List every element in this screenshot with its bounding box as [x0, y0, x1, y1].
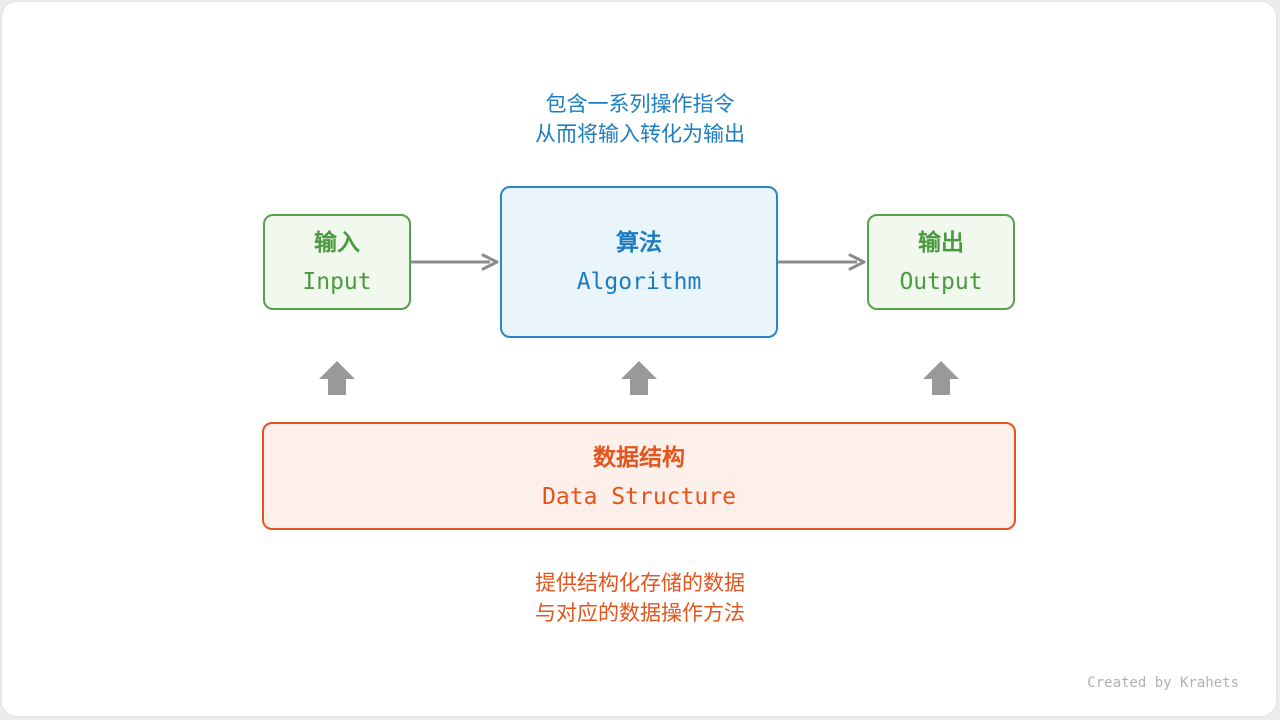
- output-box: 输出 Output: [867, 214, 1015, 310]
- algorithm-description-line-2: 从而将输入转化为输出: [535, 122, 745, 146]
- data-structure-box: 数据结构 Data Structure: [262, 422, 1016, 530]
- input-box: 输入 Input: [263, 214, 411, 310]
- data-structure-description-line-2: 与对应的数据操作方法: [535, 601, 745, 625]
- algorithm-description-line-1: 包含一系列操作指令: [545, 92, 735, 116]
- data-structure-description: 提供结构化存储的数据 与对应的数据操作方法: [440, 568, 840, 628]
- data-structure-description-line-1: 提供结构化存储的数据: [535, 571, 745, 595]
- credit-text: Created by Krahets: [1087, 675, 1239, 691]
- algorithm-box: 算法 Algorithm: [500, 186, 778, 338]
- algorithm-title: 算法: [616, 230, 662, 256]
- data-structure-title: 数据结构: [593, 445, 685, 471]
- input-title: 输入: [314, 230, 360, 256]
- data-structure-subtitle: Data Structure: [542, 484, 736, 510]
- output-title: 输出: [918, 230, 964, 256]
- output-subtitle: Output: [899, 269, 983, 295]
- algorithm-subtitle: Algorithm: [576, 269, 702, 295]
- input-subtitle: Input: [302, 269, 372, 295]
- algorithm-description: 包含一系列操作指令 从而将输入转化为输出: [440, 89, 840, 149]
